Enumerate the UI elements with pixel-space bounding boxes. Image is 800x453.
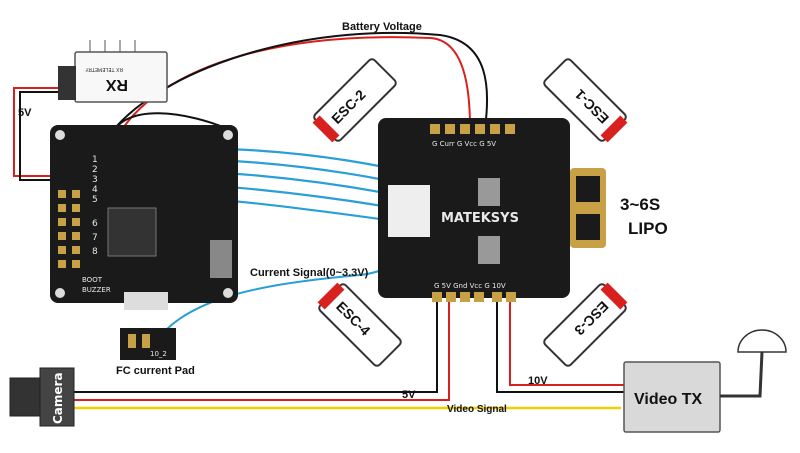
battery-voltage-label: Battery Voltage bbox=[342, 21, 422, 33]
fc-buzzer-label: BUZZER bbox=[82, 286, 111, 294]
fc-motor-number: 4 bbox=[92, 185, 98, 195]
fc-current-pad-label: FC current Pad bbox=[116, 365, 195, 377]
five-v-bottom-label: 5V bbox=[402, 389, 416, 401]
video-tx-antenna bbox=[737, 329, 787, 353]
receiver-subtext: RX TELEMETRY bbox=[85, 66, 123, 72]
vtx-gnd-wire bbox=[496, 299, 631, 393]
camera-5v-wire bbox=[69, 299, 450, 401]
pdb-top-pads bbox=[430, 124, 515, 134]
video-signal-label: Video Signal bbox=[447, 404, 507, 415]
video-tx-antenna-cable bbox=[720, 351, 764, 398]
current-signal-label: Current Signal(0~3.3V) bbox=[250, 267, 369, 279]
vtx-10v-wire bbox=[509, 299, 631, 386]
camera-label: Camera bbox=[51, 372, 65, 424]
fc-motor-number: 8 bbox=[92, 247, 98, 257]
power-distribution-board: G Curr G Vcc G 5V MATEKSYS G 5V Gnd Vcc … bbox=[378, 118, 606, 302]
rx-gnd-wire bbox=[19, 91, 61, 181]
receiver-antennas bbox=[89, 40, 136, 52]
ten-v-label: 10V bbox=[528, 375, 548, 387]
pdb-board bbox=[378, 118, 570, 298]
receiver-connector bbox=[58, 66, 76, 100]
fc-motor-number: 6 bbox=[92, 219, 98, 229]
camera: Camera bbox=[9, 367, 75, 427]
fc-pin-pads bbox=[58, 190, 80, 268]
pdb-current-sensor bbox=[478, 178, 500, 206]
lipo-label: LIPO bbox=[628, 219, 668, 238]
pdb-brand: MATEKSYS bbox=[441, 211, 519, 226]
fc-current-pad-number: 10_2 bbox=[150, 350, 167, 358]
video-tx-label: Video TX bbox=[634, 391, 702, 408]
camera-gnd-wire bbox=[69, 299, 438, 393]
fc-motor-number: 1 bbox=[92, 155, 98, 165]
receiver-name: RX bbox=[105, 76, 128, 93]
pdb-signal-header bbox=[388, 185, 430, 237]
fc-motor-number: 3 bbox=[92, 175, 98, 185]
fc-usb-port bbox=[210, 240, 232, 278]
fc-motor-number: 2 bbox=[92, 165, 98, 175]
pdb-bottom-pads bbox=[432, 292, 516, 302]
five-v-left-label: 5V bbox=[18, 107, 32, 119]
fc-motor-numbers: 1 2 3 4 5 6 7 8 bbox=[92, 155, 98, 257]
fc-connector bbox=[124, 292, 168, 310]
pdb-bottom-pad-labels: G 5V Gnd Vcc G 10V bbox=[434, 282, 506, 290]
fc-boot-label: BOOT bbox=[82, 276, 103, 284]
flight-controller: 1 2 3 4 5 6 7 8 BOOT BUZZER bbox=[50, 125, 238, 310]
video-tx: Video TX bbox=[623, 329, 787, 433]
lipo-voltage-label: 3~6S bbox=[620, 195, 660, 214]
fc-mcu-chip bbox=[107, 207, 157, 257]
fc-motor-number: 7 bbox=[92, 233, 98, 243]
receiver: RX RX TELEMETRY bbox=[58, 40, 168, 103]
pdb-top-pad-labels: G Curr G Vcc G 5V bbox=[432, 140, 496, 148]
fc-current-pad: 10_2 FC current Pad bbox=[116, 328, 195, 377]
camera-lens bbox=[9, 377, 41, 417]
rx-5v-wire bbox=[13, 87, 61, 177]
fc-motor-number: 5 bbox=[92, 195, 98, 205]
